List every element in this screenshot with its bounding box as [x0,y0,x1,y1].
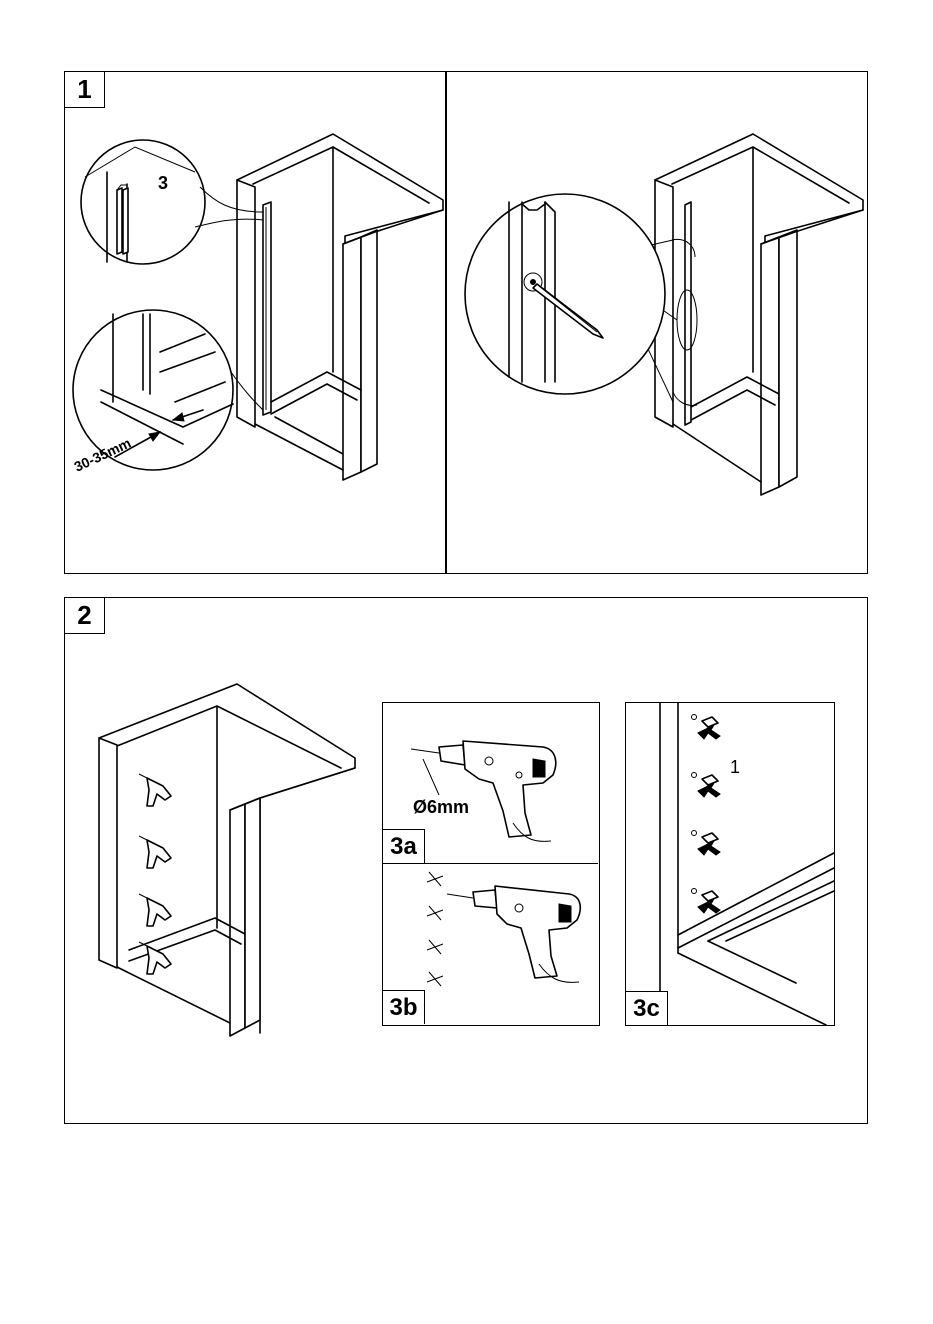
wall-plug-icon [692,889,721,914]
wall-plugs-illustration: 1 [626,703,836,1025]
substep-3b-badge: 3b [383,990,425,1024]
step-2-panel: 2 [64,597,868,1124]
profile-marking-illustration [447,72,867,572]
drill-size-label: Ø6mm [413,797,469,817]
substep-3a: Ø6mm 3a [383,703,598,864]
wall-plug-icon [692,831,721,856]
step-1-panel: 1 3 [64,71,868,574]
plug-callout-label: 1 [730,757,740,777]
profile-callout-label: 3 [158,173,168,193]
step-2-badge: 2 [65,598,105,634]
drill-icon [139,774,171,806]
drilling-overview-illustration [95,678,365,1038]
crosshair-mark-icon [427,940,443,954]
drill-icon [139,836,171,868]
crosshair-mark-icon [427,906,443,920]
substep-3c: 1 3c [625,702,835,1026]
substep-3a-badge: 3a [383,829,425,863]
crosshair-mark-icon [427,972,443,986]
shower-enclosure-illustration: 3 30-35mm [65,72,445,572]
wall-plug-icon [692,715,721,740]
substep-3c-badge: 3c [626,991,668,1025]
wall-plug-icon [692,773,721,798]
drill-icon [139,894,171,926]
drill-steps-box: Ø6mm 3a [382,702,600,1026]
substep-3b: 3b [383,864,598,1024]
crosshair-mark-icon [427,872,443,886]
